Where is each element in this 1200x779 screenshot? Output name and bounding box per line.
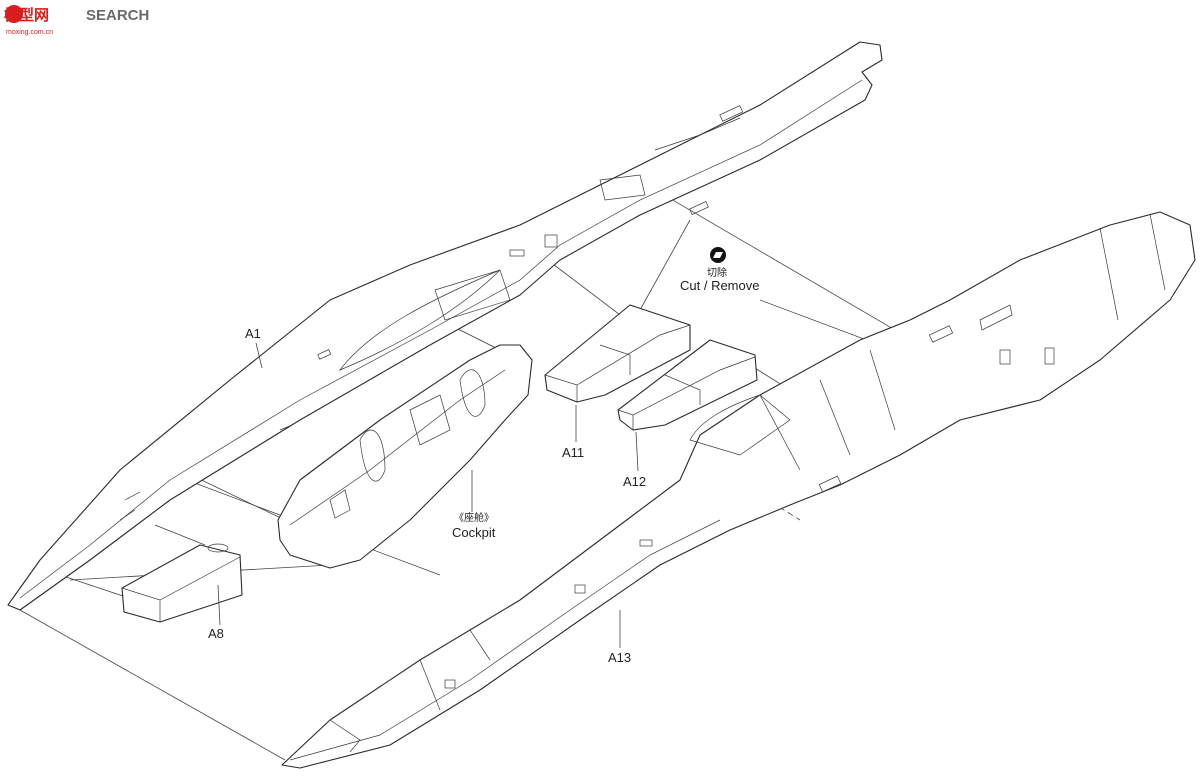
watermark-sub-text: moxing.com.cn xyxy=(6,29,53,36)
watermark-site-text: SEARCH xyxy=(86,7,149,24)
part-a12-block xyxy=(617,339,758,431)
label-a13: A13 xyxy=(608,650,631,665)
label-cockpit-cn: 《座舱》 xyxy=(454,511,494,524)
label-cut-cn: 切除 xyxy=(707,266,727,279)
part-a1-fuselage-half xyxy=(7,41,883,611)
label-cut-en: Cut / Remove xyxy=(680,278,759,293)
label-a8: A8 xyxy=(208,626,224,641)
watermark-logo-text: 模型网 xyxy=(4,6,49,24)
watermark-logo-icon xyxy=(5,5,23,23)
watermark: 模型网 SEARCH moxing.com.cn xyxy=(4,5,149,36)
label-a12: A12 xyxy=(623,474,646,489)
label-a11: A11 xyxy=(562,445,584,460)
label-a1: A1 xyxy=(245,326,261,341)
part-a13-fuselage-half xyxy=(281,211,1196,769)
part-cockpit-tub xyxy=(277,344,533,569)
label-leaders xyxy=(217,342,639,648)
cut-remove-icon xyxy=(710,247,726,263)
label-cockpit-en: Cockpit xyxy=(452,525,496,540)
part-a11-block xyxy=(544,304,691,403)
part-a8-block xyxy=(121,543,243,623)
